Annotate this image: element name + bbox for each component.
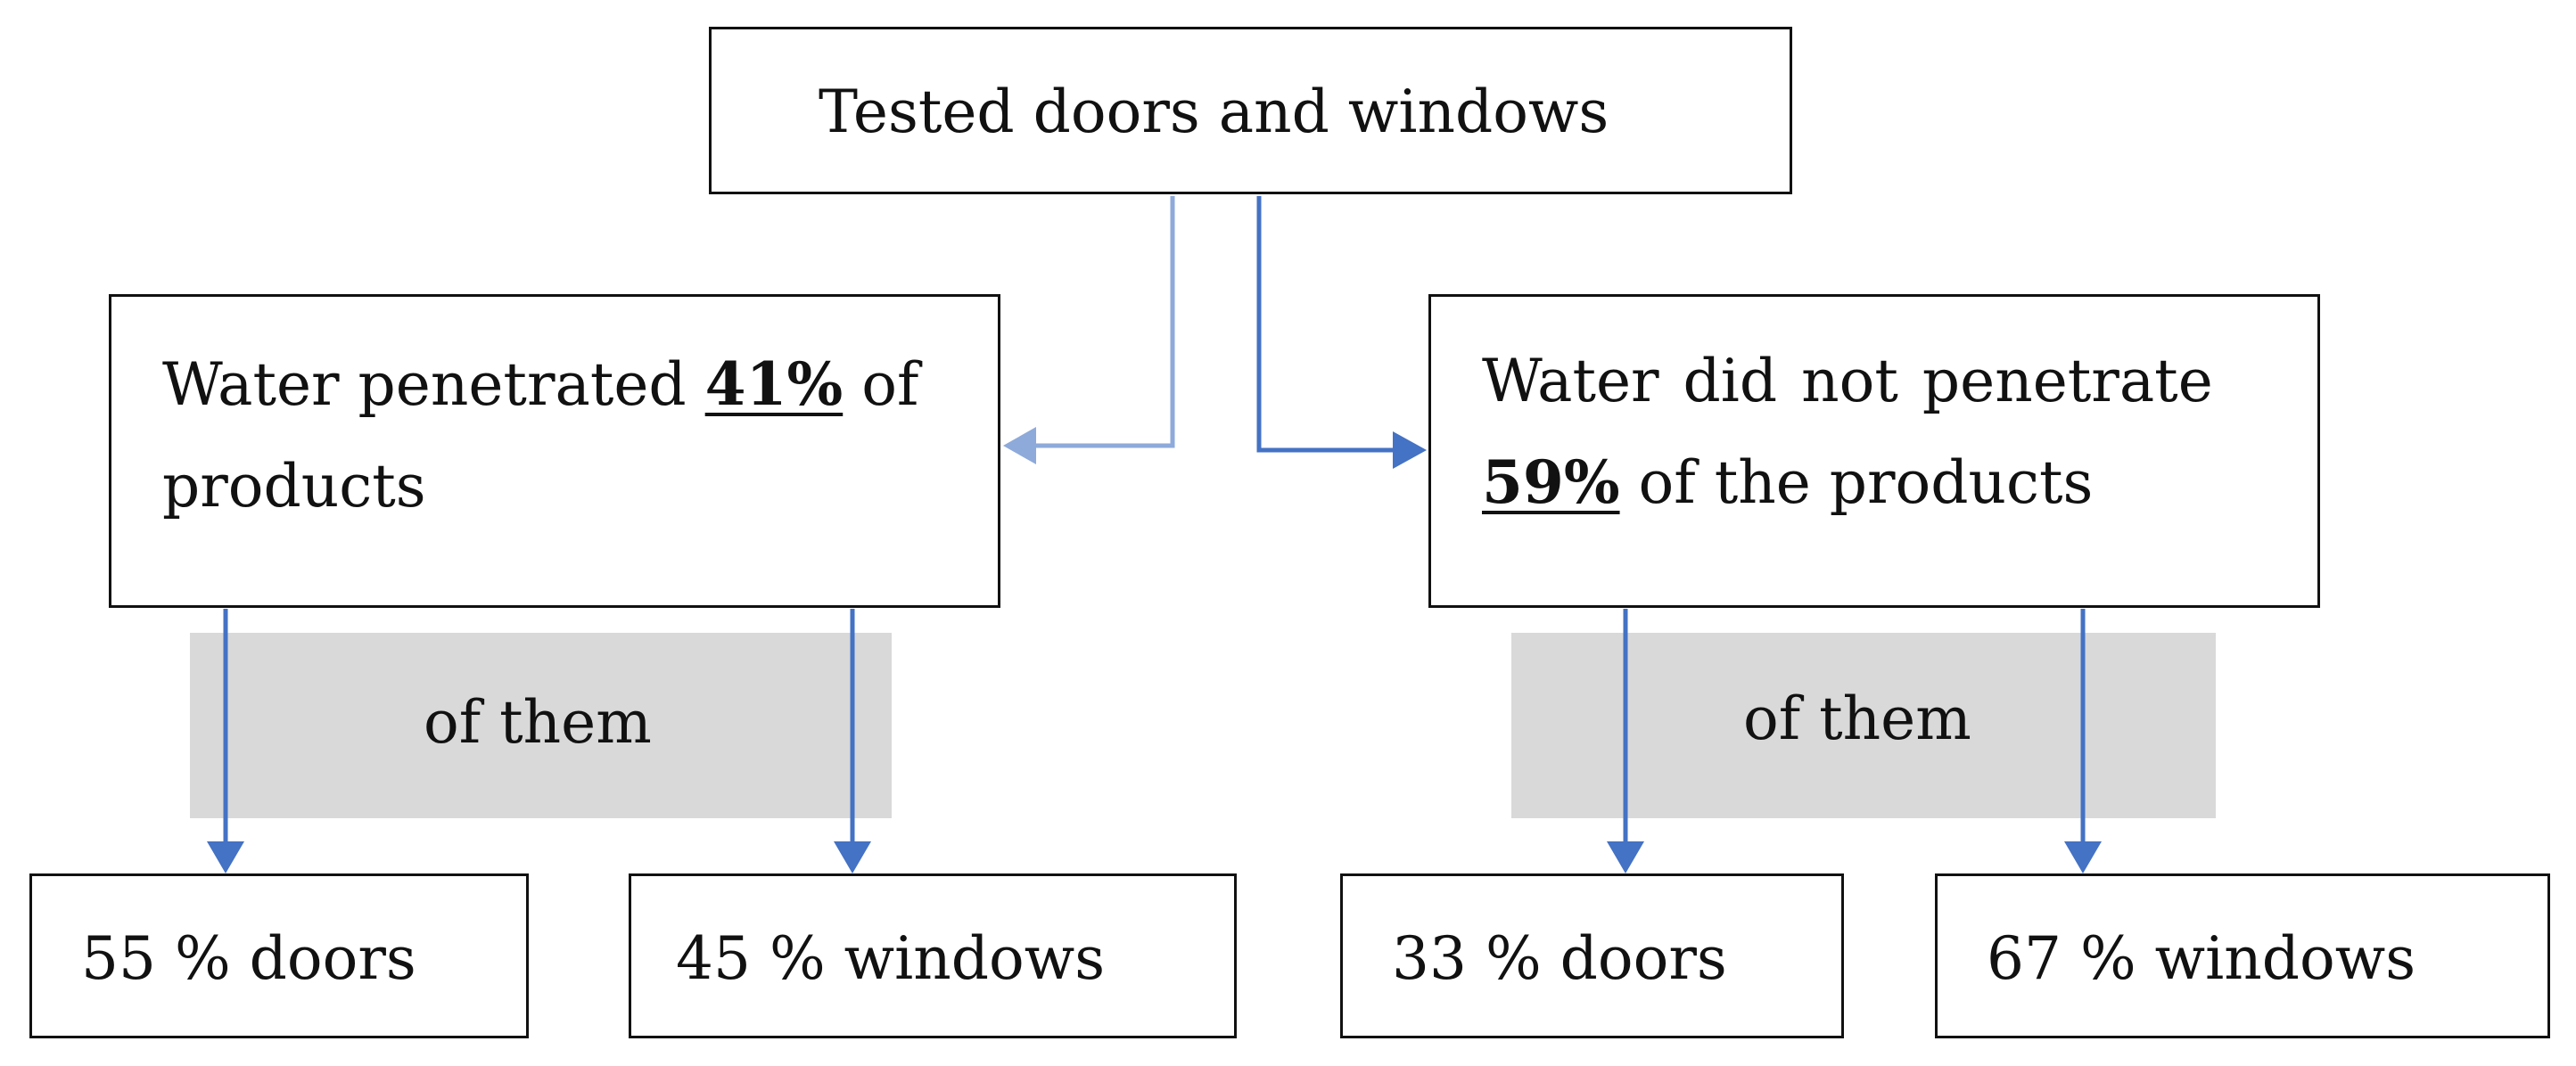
arrow-head-left-windows (834, 841, 871, 873)
left-branch-text-before: Water penetrated (162, 350, 687, 419)
left-of-them-band (190, 633, 892, 818)
leaf-left-doors: 55 % doors (29, 873, 529, 1038)
arrow-head-right-doors (1607, 841, 1644, 873)
arrow-head-left-doors (207, 841, 244, 873)
right-of-them-label: of them (1743, 685, 1971, 753)
right-branch-node: Water did not penetrate 59% of the produ… (1428, 294, 2320, 608)
left-branch-text-after: of (861, 350, 919, 419)
right-branch-line1: Water did not penetrate (1482, 347, 2213, 415)
root-node-label: Tested doors and windows (819, 78, 1609, 146)
arrow-head-right-branch (1393, 431, 1427, 469)
arrow-head-right-windows (2064, 841, 2102, 873)
right-branch-percent: 59% (1482, 447, 1620, 517)
left-branch-line1: Water penetrated 41% of (162, 347, 918, 423)
leaf-right-windows-label: 67 % windows (1987, 924, 2416, 993)
leaf-right-doors: 33 % doors (1340, 873, 1844, 1038)
arrow-root-to-right (1256, 196, 1404, 453)
root-node: Tested doors and windows (709, 27, 1792, 194)
leaf-left-windows: 45 % windows (629, 873, 1237, 1038)
arrow-root-to-left (1025, 196, 1175, 448)
leaf-right-doors-label: 33 % doors (1392, 924, 1727, 993)
right-branch-line2: 59% of the products (1482, 445, 2093, 521)
left-branch-line2: products (162, 452, 426, 521)
arrow-head-left-branch (1003, 427, 1036, 464)
leaf-left-windows-label: 45 % windows (676, 924, 1106, 993)
leaf-left-doors-label: 55 % doors (81, 924, 416, 993)
left-of-them-label: of them (424, 688, 652, 757)
left-branch-percent: 41% (704, 349, 844, 419)
leaf-right-windows: 67 % windows (1935, 873, 2550, 1038)
right-branch-text-after: of the products (1638, 448, 2094, 517)
left-branch-node: Water penetrated 41% of products (109, 294, 1000, 608)
right-of-them-band (1511, 633, 2216, 818)
